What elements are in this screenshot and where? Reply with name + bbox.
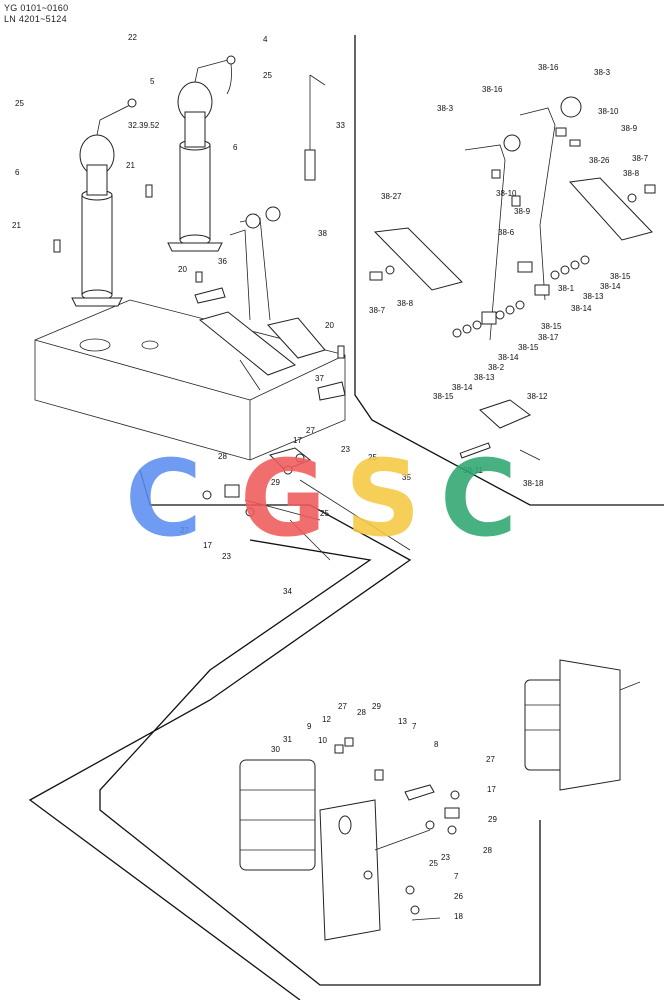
callout-label: 12 <box>322 715 331 724</box>
callout-label: 38-9 <box>514 207 531 216</box>
callout-label: 17 <box>293 436 302 445</box>
frame-lines <box>28 35 664 1000</box>
callout-label: 38-12 <box>527 392 548 401</box>
callout-label: 38-15 <box>433 392 454 401</box>
callout-label: 28 <box>483 846 492 855</box>
callout-label: 27 <box>486 755 495 764</box>
callout-label: 25 <box>320 509 329 518</box>
callout-label: 38-14 <box>452 383 473 392</box>
callout-label: 8 <box>434 740 439 749</box>
callout-label: 38-14 <box>571 304 592 313</box>
callout-label: 21 <box>126 161 135 170</box>
callout-label: 34 <box>283 587 292 596</box>
callout-label: 21 <box>12 221 21 230</box>
callout-label: 35 <box>402 473 411 482</box>
callout-label: 38-10 <box>496 189 517 198</box>
valve-bank-right <box>524 659 641 791</box>
callout-label: 38-16 <box>538 63 559 72</box>
callout-label: 29 <box>372 702 381 711</box>
callout-label: 25 <box>429 859 438 868</box>
callout-label: 5 <box>150 77 155 86</box>
callout-label: 23 <box>222 552 231 561</box>
callout-label: 17 <box>487 785 496 794</box>
callout-label: 38-15 <box>610 272 631 281</box>
callout-label: 38-16 <box>482 85 503 94</box>
callout-label: 38-1 <box>558 284 575 293</box>
callout-label: 38-17 <box>538 333 559 342</box>
callout-label: 38-27 <box>381 192 402 201</box>
callout-label: 20 <box>325 321 334 330</box>
callout-label: 28 <box>218 452 227 461</box>
callout-label: 25 <box>15 99 24 108</box>
callout-label: 38-2 <box>488 363 505 372</box>
cable-assembly <box>202 447 411 561</box>
callout-label: 38-7 <box>369 306 386 315</box>
callout-label: 13 <box>398 717 407 726</box>
callout-label: 38-11 <box>463 466 483 475</box>
callout-label: 23 <box>441 853 450 862</box>
valve-bank-lower <box>239 737 460 941</box>
callout-label: 33 <box>336 121 345 130</box>
left-control-stand <box>34 55 346 461</box>
watermark-letter-g: G <box>240 438 326 560</box>
callout-label: 38-9 <box>621 124 638 133</box>
cgsc-watermark: C G S C <box>125 438 517 560</box>
callout-label: 27 <box>338 702 347 711</box>
callout-label: 28 <box>357 708 366 717</box>
callout-label: 6 <box>233 143 238 152</box>
callout-label: 38-10 <box>598 107 619 116</box>
callout-label: 9 <box>307 722 312 731</box>
callout-label: 38-15 <box>518 343 539 352</box>
callout-label: 6 <box>15 168 20 177</box>
callout-label: 36 <box>218 257 227 266</box>
callout-label: 38-3 <box>594 68 611 77</box>
watermark-letter-c1: C <box>125 438 202 560</box>
callout-label: 38-8 <box>623 169 640 178</box>
callout-label: 22 <box>128 33 137 42</box>
callout-label: 38-8 <box>397 299 414 308</box>
callout-label: 4 <box>263 35 268 44</box>
callout-label: 7 <box>454 872 459 881</box>
callout-label: 25 <box>368 453 377 462</box>
callout-label: 17 <box>203 541 212 550</box>
callout-label: 30 <box>271 745 280 754</box>
callout-label: 38-7 <box>632 154 649 163</box>
model-range-line-1: YG 0101~0160 <box>4 3 69 13</box>
callout-label: 20 <box>178 265 187 274</box>
callout-label: 38-15 <box>541 322 562 331</box>
callout-label: 26 <box>454 892 463 901</box>
callout-label: 38 <box>318 229 327 238</box>
part-callout-labels: 22 4 5 25 25 32.39.52 33 6 6 21 21 20 36 38 20 37 38-3 38… <box>12 33 649 921</box>
callout-label: 18 <box>454 912 463 921</box>
watermark-letter-c2: C <box>440 438 517 560</box>
callout-label: 38-3 <box>437 104 454 113</box>
callout-label: 31 <box>283 735 292 744</box>
serial-range-line-2: LN 4201~5124 <box>4 14 67 24</box>
callout-label: 32.39.52 <box>128 121 160 130</box>
callout-label: 7 <box>412 722 417 731</box>
callout-label: 27 <box>306 426 315 435</box>
pedal-exploded-assembly <box>369 96 656 461</box>
callout-label: 38-14 <box>498 353 519 362</box>
callout-label: 25 <box>263 71 272 80</box>
callout-label: 27 <box>180 526 189 535</box>
callout-label: 38-14 <box>600 282 621 291</box>
callout-label: 10 <box>318 736 327 745</box>
callout-label: 23 <box>341 445 350 454</box>
callout-label: 38-6 <box>498 228 515 237</box>
callout-label: 37 <box>315 374 324 383</box>
callout-label: 38-18 <box>523 479 544 488</box>
callout-label: 29 <box>271 478 280 487</box>
callout-label: 38-13 <box>583 292 604 301</box>
callout-label: 29 <box>488 815 497 824</box>
callout-label: 38-26 <box>589 156 610 165</box>
watermark-letter-s: S <box>345 438 421 560</box>
callout-label: 38-13 <box>474 373 495 382</box>
